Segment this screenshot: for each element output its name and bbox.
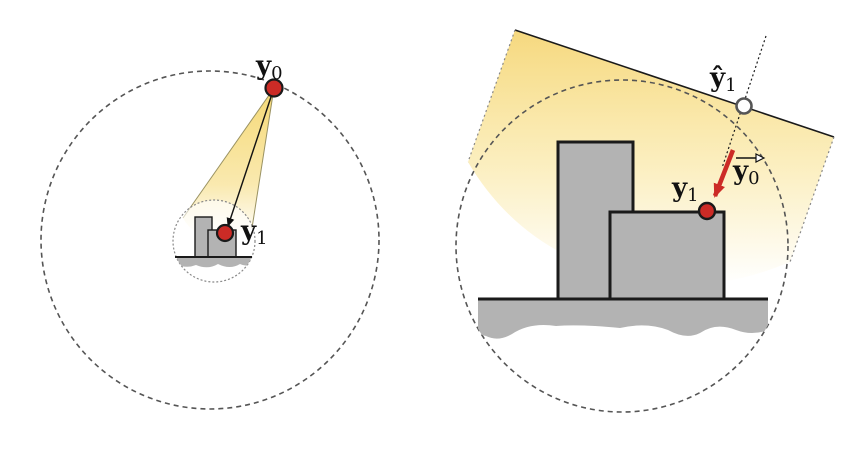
left-label-y0: y0: [255, 51, 283, 84]
right-block-short: [608, 210, 726, 301]
right-frustum-top-edge: [514, 29, 835, 138]
left-point-y0: [264, 78, 284, 98]
right-direction-arrow: [712, 149, 736, 198]
right-point-y1-hat: [735, 97, 753, 115]
left-view-cone: [183, 88, 274, 237]
right-vector-accent: [736, 153, 766, 163]
left-point-y1: [215, 223, 235, 243]
right-ray-dotted: [721, 35, 767, 169]
left-mini-ground: [173, 258, 255, 268]
left-cone-edge-left: [182, 87, 275, 219]
right-large-dashed-circle: [455, 79, 789, 413]
left-ray-arrow: [226, 93, 273, 227]
right-frustum-right-edge: [789, 136, 835, 263]
right-label-y1-hat: ŷ1: [709, 63, 737, 96]
right-label-y1: y1: [671, 173, 699, 206]
left-label-y1: y1: [240, 216, 268, 249]
right-label-vector-y0: y0: [732, 156, 760, 189]
left-large-dashed-circle: [40, 70, 380, 410]
right-frustum-left-edge: [467, 29, 516, 163]
right-point-y1: [697, 201, 717, 221]
left-mini-scene: [173, 216, 255, 268]
right-panel: ŷ1 y1 y0: [455, 29, 835, 413]
left-panel: y0 y1: [40, 51, 380, 410]
right-ground: [478, 298, 768, 339]
left-cone-edge-right: [251, 87, 275, 229]
